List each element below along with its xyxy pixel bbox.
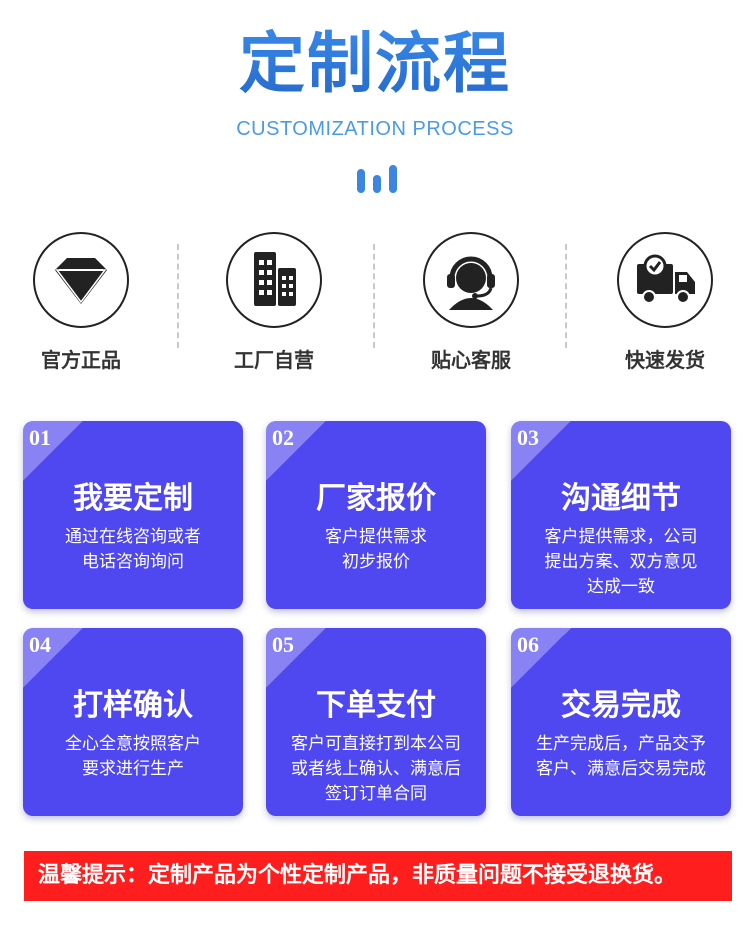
feature-divider (177, 244, 179, 348)
step-description: 生产完成后，产品交予 客户、满意后交易完成 (536, 734, 706, 779)
feature-divider (373, 244, 375, 348)
step-card-1: 01 我要定制 通过在线咨询或者 电话咨询询问 (23, 421, 243, 609)
feature-row: 官方正品 工厂自营 (0, 232, 750, 382)
step-title: 交易完成 (561, 688, 681, 723)
step-title: 沟通细节 (561, 481, 681, 516)
step-description: 客户提供需求，公司 提出方案、双方意见 达成一致 (544, 527, 698, 597)
step-card-2: 02 厂家报价 客户提供需求 初步报价 (266, 421, 486, 609)
step-number: 01 (29, 425, 51, 450)
factory-buildings-icon (226, 232, 322, 328)
feature-item-factory: 工厂自营 (199, 232, 349, 373)
step-number: 04 (29, 632, 51, 657)
page-title: 定制流程 (0, 10, 750, 106)
feature-label: 官方正品 (41, 348, 121, 372)
step-card-3: 03 沟通细节 客户提供需求，公司 提出方案、双方意见 达成一致 (511, 421, 731, 609)
step-description: 客户可直接打到本公司 或者线上确认、满意后 签订订单合同 (291, 734, 461, 804)
step-number: 06 (517, 632, 539, 657)
notice-banner: 温馨提示：定制产品为个性定制产品，非质量问题不接受退换货。 (24, 851, 732, 901)
feature-label: 快速发货 (625, 348, 705, 372)
step-title: 我要定制 (73, 481, 193, 516)
decorative-bars-icon (357, 163, 397, 193)
step-description: 全心全意按照客户 要求进行生产 (65, 734, 201, 779)
feature-label: 工厂自营 (234, 348, 314, 372)
step-number: 03 (517, 425, 539, 450)
feature-item-shipping: 快速发货 (590, 232, 740, 373)
step-card-5: 05 下单支付 客户可直接打到本公司 或者线上确认、满意后 签订订单合同 (266, 628, 486, 816)
page-subtitle: CUSTOMIZATION PROCESS (236, 118, 514, 140)
delivery-truck-icon (617, 232, 713, 328)
feature-label: 贴心客服 (431, 348, 511, 372)
step-number: 05 (272, 632, 294, 657)
step-description: 客户提供需求 初步报价 (325, 527, 427, 572)
step-card-6: 06 交易完成 生产完成后，产品交予 客户、满意后交易完成 (511, 628, 731, 816)
feature-divider (565, 244, 567, 348)
step-title: 下单支付 (316, 688, 436, 723)
step-number: 02 (272, 425, 294, 450)
feature-item-service: 贴心客服 (396, 232, 546, 373)
step-title: 打样确认 (73, 688, 193, 723)
step-card-4: 04 打样确认 全心全意按照客户 要求进行生产 (23, 628, 243, 816)
feature-item-genuine: 官方正品 (6, 232, 156, 373)
step-title: 厂家报价 (316, 481, 436, 516)
customer-service-headset-icon (423, 232, 519, 328)
diamond-icon (33, 232, 129, 328)
step-description: 通过在线咨询或者 电话咨询询问 (65, 527, 201, 572)
